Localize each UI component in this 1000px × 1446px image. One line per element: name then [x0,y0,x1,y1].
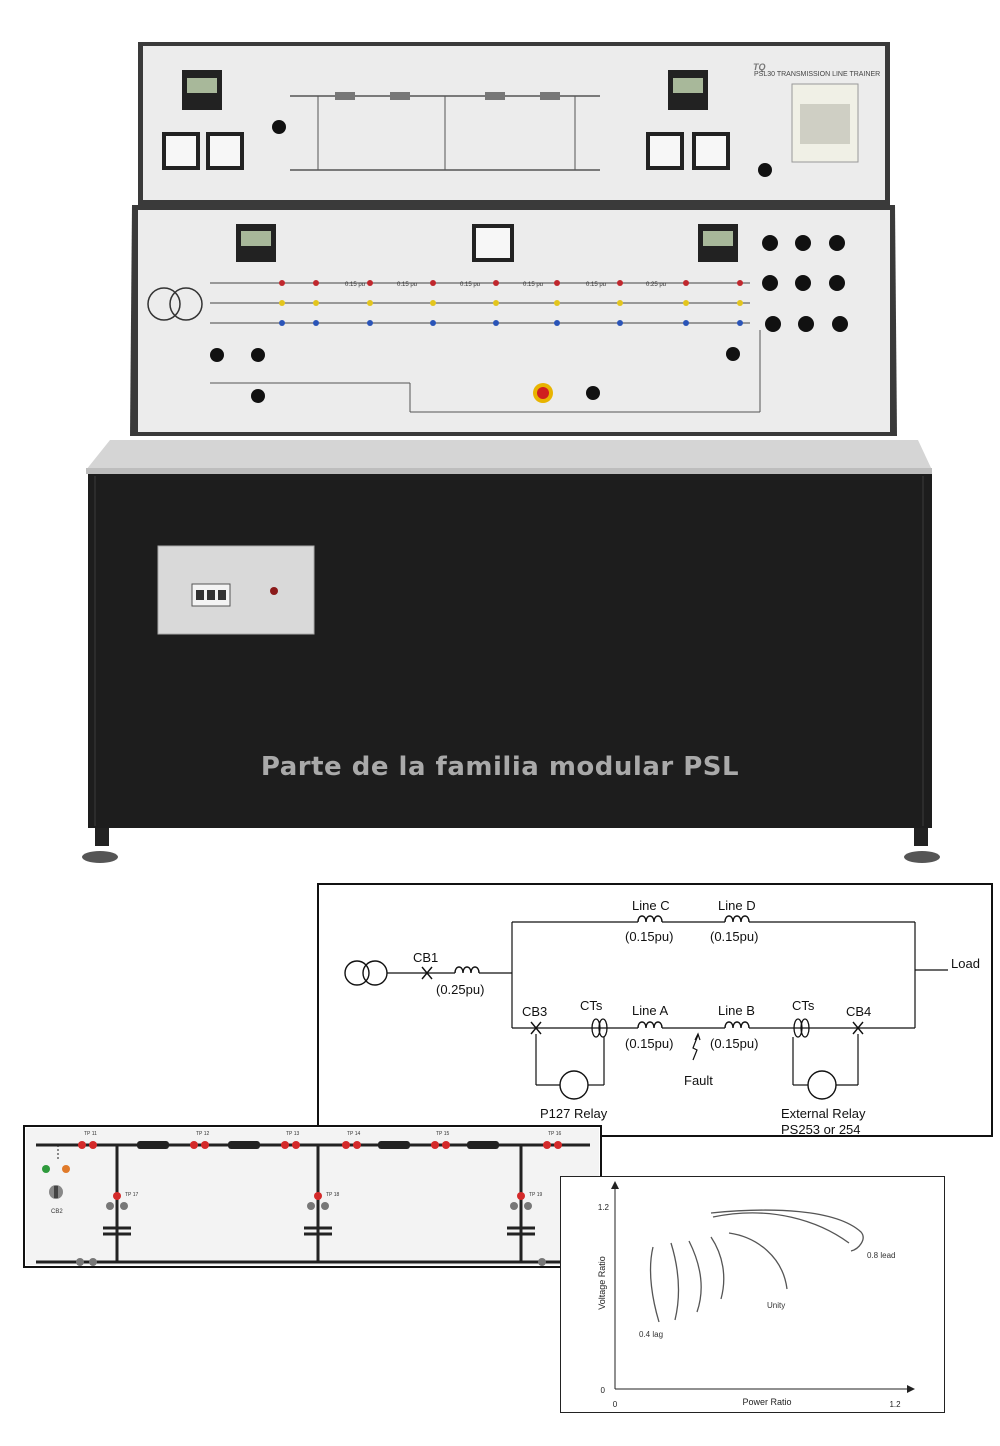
trainer-model-title: PSL30 TRANSMISSION LINE TRAINER [754,71,880,78]
y-tick-1: 1.2 [598,1203,610,1212]
desk-top [86,440,932,470]
fault-label: Fault [684,1073,713,1088]
cb1-label: CB1 [413,950,438,965]
x-tick-0: 0 [613,1400,618,1409]
left-foot [82,851,118,863]
ct-right-symbol [793,1018,803,1038]
curve-7 [710,1209,864,1252]
cts-left-label: CTs [580,998,603,1013]
right-foot [904,851,940,863]
tp14-label: TP 14 [347,1131,360,1137]
curve-4 [710,1236,725,1300]
fault-symbol [692,1034,699,1061]
y-tick-0: 0 [601,1386,606,1395]
annotation-unity: Unity [767,1301,785,1310]
y-axis-arrow [611,1181,619,1189]
annotation-0-4-lag: 0.4 lag [639,1330,663,1339]
inductor-2 [228,1141,260,1149]
tp18-label: TP 18 [326,1192,339,1198]
p127-relay-label: P127 Relay [540,1106,608,1121]
curve-5 [728,1232,788,1290]
y-axis-label: Voltage Ratio [597,1256,607,1310]
tp13-label: TP 13 [286,1131,299,1137]
curve-1 [649,1246,660,1323]
chart-curves [649,1209,864,1323]
cb1-symbol [421,966,433,980]
curve-3 [688,1240,702,1313]
svg-text:0.15 pu: 0.15 pu [586,282,606,288]
cb1-impedance: (0.25pu) [436,982,484,997]
voltage-power-chart: 0 1.2 0 1.2 Power Ratio Voltage Ratio 0.… [597,1181,915,1409]
svg-text:0.15 pu: 0.15 pu [345,282,365,288]
inductor-1 [137,1141,169,1149]
x-axis-label: Power Ratio [742,1397,791,1407]
x-tick-1: 1.2 [889,1400,901,1409]
svg-text:0.15 pu: 0.15 pu [397,282,417,288]
line-b-label: Line B [718,1003,755,1018]
cb3-symbol [530,1021,542,1035]
line-b-inductor [724,1021,750,1029]
source-symbol [344,960,370,986]
line-c-label: Line C [632,898,670,913]
external-relay-label: External Relay [781,1106,866,1121]
single-line-diagram: CB1 (0.25pu) Line C (0.15pu) Line D (0.1… [317,883,994,1138]
line-c-impedance: (0.15pu) [625,929,673,944]
upper-panel [143,46,885,200]
load-label: Load [951,956,980,971]
breaker-box [157,545,315,635]
svg-text:0.15 pu: 0.15 pu [523,282,543,288]
cb3-label: CB3 [522,1004,547,1019]
cts-right-label: CTs [792,998,815,1013]
trainer-logo: TQ [753,62,766,72]
tp19-label: TP 19 [529,1192,542,1198]
cb2-label: CB2 [51,1209,63,1215]
mimic-panel: TP 11 TP 12 TP 13 TP 14 TP 15 TP 16 TP 1… [23,1125,603,1269]
line-a-inductor [637,1021,663,1029]
svg-text:0.15 pu: 0.15 pu [460,282,480,288]
cb4-symbol [852,1021,864,1035]
curve-2 [670,1242,680,1321]
line-c-inductor [637,915,663,923]
tp15-label: TP 15 [436,1131,449,1137]
test-point-terminals [78,1141,562,1200]
line-d-label: Line D [718,898,756,913]
trainer-photo: TQ PSL30 TRANSMISSION LINE TRAINER 0.15 … [80,40,940,870]
tp12-label: TP 12 [196,1131,209,1137]
line-d-inductor [724,915,750,923]
cb4-label: CB4 [846,1004,871,1019]
cb2-orange-lamp [62,1165,70,1173]
line-a-impedance: (0.15pu) [625,1036,673,1051]
tp11-label: TP 11 [84,1131,97,1137]
inductor-3 [378,1141,410,1149]
tp17-label: TP 17 [125,1192,138,1198]
ct-left-symbol [591,1018,601,1038]
line-section-labels: 0.15 pu 0.15 pu 0.15 pu 0.15 pu 0.15 pu … [345,282,666,288]
cb2-green-lamp [42,1165,50,1173]
annotation-0-8-lead: 0.8 lead [867,1251,895,1260]
line-b-impedance: (0.15pu) [710,1036,758,1051]
photo-caption: Parte de la familia modular PSL [260,752,740,782]
line-a-label: Line A [632,1003,668,1018]
inductor-4 [467,1141,499,1149]
line-d-impedance: (0.15pu) [710,929,758,944]
chart-panel: 0 1.2 0 1.2 Power Ratio Voltage Ratio 0.… [560,1176,945,1413]
external-relay-model: PS253 or 254 [781,1122,861,1137]
diagram-border [317,883,993,1137]
svg-text:0.25 pu: 0.25 pu [646,282,666,288]
curve-6 [712,1212,850,1244]
source-inductor [454,966,480,974]
lower-cabinet [88,474,932,828]
x-axis-arrow [907,1385,915,1393]
tp16-label: TP 16 [548,1131,561,1137]
